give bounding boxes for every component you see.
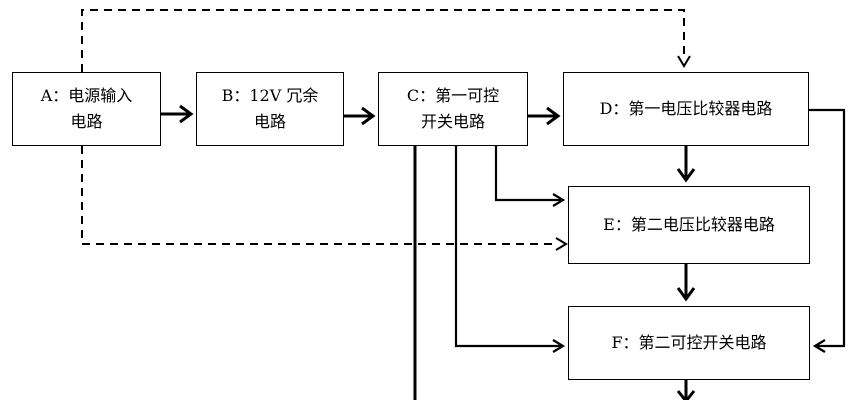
arrow-c-to-f-head (552, 339, 566, 353)
arrow-c-to-d-head (546, 106, 561, 126)
arrow-a-to-b-head (179, 104, 194, 124)
block-a-text: A：电源输入 电路 (41, 83, 133, 135)
dashed-link-a-to-e (81, 146, 555, 245)
block-a-power-input: A：电源输入 电路 (12, 72, 161, 146)
block-c-text: C：第一可控 开关电路 (407, 83, 499, 135)
dashed-link-a-to-d (81, 9, 685, 72)
arrow-d-to-f (809, 108, 846, 348)
arrow-b-to-c-head (361, 106, 376, 126)
block-f-second-switch: F：第二可控开关电路 (568, 306, 810, 380)
arrow-e-to-f-head (676, 287, 696, 302)
arrow-c-to-f (454, 146, 562, 348)
arrow-c-to-e-head (552, 193, 566, 207)
block-b-line2: 电路 (253, 112, 286, 131)
block-d-label: D：第一电压比较器电路 (599, 99, 773, 118)
block-c-line2: 开关电路 (420, 112, 485, 131)
block-a-line2: 电路 (70, 112, 103, 131)
block-a-line1: A：电源输入 (40, 86, 133, 105)
block-b-redundant: B：12V 冗余 电路 (196, 72, 344, 146)
arrow-f-out-head (676, 390, 696, 400)
arrow-c-to-e (494, 146, 562, 202)
block-e-second-comparator: E：第二电压比较器电路 (568, 186, 810, 264)
block-b-text: B：12V 冗余 电路 (222, 83, 319, 135)
arrow-d-to-e-head (676, 168, 696, 183)
block-e-label: E：第二电压比较器电路 (603, 215, 775, 234)
block-c-first-switch: C：第一可控 开关电路 (378, 72, 528, 146)
dashed-link-a-to-d-arrowhead (677, 55, 691, 68)
arrow-d-to-f-head (812, 339, 826, 353)
block-f-label: F：第二可控开关电路 (611, 333, 767, 352)
block-b-line1: B：12V 冗余 (221, 86, 319, 105)
block-c-line1: C：第一可控 (406, 86, 500, 105)
dashed-link-a-to-e-arrowhead (555, 237, 568, 251)
block-d-first-comparator: D：第一电压比较器电路 (563, 72, 809, 146)
